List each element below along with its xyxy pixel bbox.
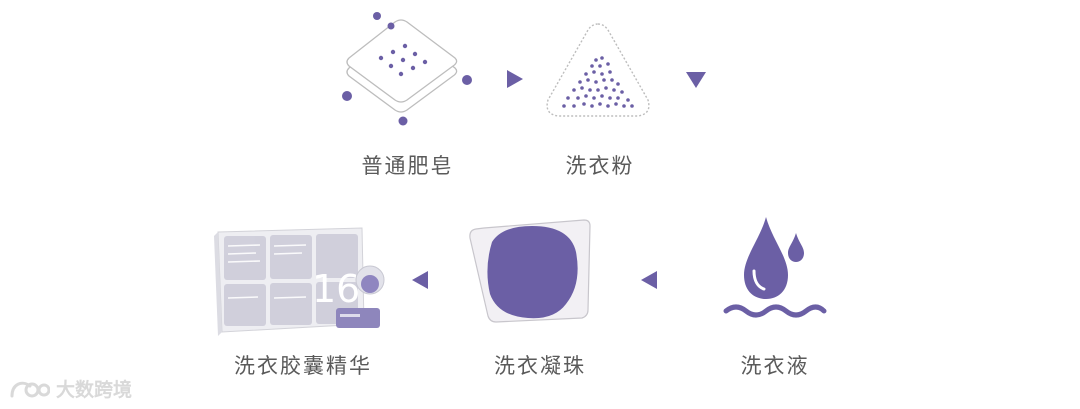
product-box-number: 16 (312, 267, 360, 311)
brand-logo-icon (8, 376, 50, 400)
capsule-box-illustration: 16 (212, 224, 397, 339)
powder-illustration (538, 20, 658, 125)
soap-bar-icon (335, 10, 485, 135)
step-label-liquid: 洗衣液 (720, 350, 830, 380)
capsule-box-icon: 16 (212, 224, 397, 339)
powder-pile-icon (538, 20, 658, 125)
arrow-right-icon (507, 70, 523, 88)
soap-illustration (335, 10, 485, 135)
step-label-powder: 洗衣粉 (545, 150, 655, 180)
arrow-left-icon (641, 271, 657, 289)
pod-illustration (462, 218, 602, 328)
step-label-soap: 普通肥皂 (345, 150, 470, 180)
pod-icon (462, 218, 602, 328)
watermark: 大数跨境 (8, 373, 132, 403)
arrow-left-icon (412, 271, 428, 289)
step-label-pod: 洗衣凝珠 (480, 350, 600, 380)
liquid-drop-icon (720, 215, 830, 330)
liquid-illustration (720, 215, 830, 330)
watermark-text: 大数跨境 (56, 375, 132, 402)
arrow-down-icon (686, 72, 706, 88)
step-label-capsule: 洗衣胶囊精华 (228, 350, 378, 380)
